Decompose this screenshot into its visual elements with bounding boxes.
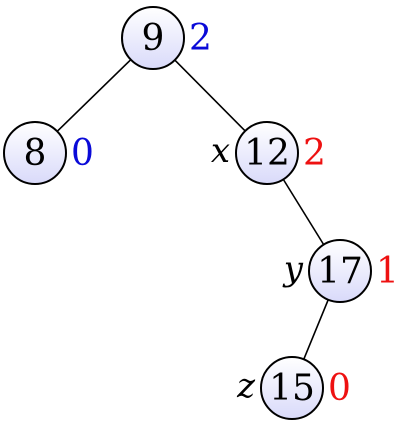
node-variable-label: z: [236, 366, 256, 406]
node-height-label: 0: [71, 133, 94, 174]
node-height-label: 1: [376, 251, 399, 292]
node-key: 12: [244, 133, 290, 174]
node-height-label: 0: [328, 368, 351, 409]
node-height-label: 2: [189, 18, 212, 59]
node-key: 8: [24, 133, 47, 174]
edge-n17-n15: [303, 299, 329, 360]
node-key: 17: [317, 251, 363, 292]
node-variable-label: y: [282, 249, 304, 289]
node-circle: [3, 121, 67, 185]
node-key: 9: [142, 18, 165, 59]
edge-n9-n12: [174, 59, 246, 132]
tree-node-15: 15 0 z: [236, 356, 351, 420]
node-circle: [260, 356, 324, 420]
node-variable-label: x: [211, 131, 230, 171]
node-key: 15: [269, 368, 315, 409]
tree-node-17: 17 1 y: [282, 239, 399, 303]
node-circle: [235, 121, 299, 185]
node-circle: [121, 6, 185, 70]
tree-node-12: 12 2 x: [211, 121, 326, 185]
edge-n12-n17: [282, 178, 325, 246]
edges-layer: [56, 59, 329, 360]
node-circle: [308, 239, 372, 303]
edge-n9-n8: [56, 59, 132, 132]
node-height-label: 2: [303, 133, 326, 174]
